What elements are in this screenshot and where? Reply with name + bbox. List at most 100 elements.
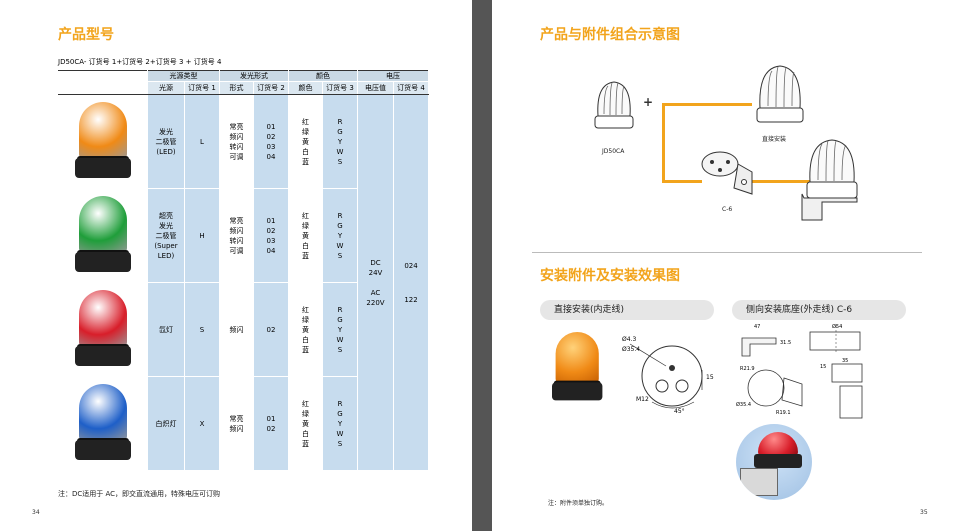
page-number-right: 35 <box>920 509 928 516</box>
cell-text: W <box>336 147 344 156</box>
voltage-code: 122 <box>404 295 418 304</box>
direct-mount-label: 直接安装 <box>762 136 787 143</box>
cell-text: 04 <box>266 152 276 161</box>
cell-text: W <box>336 241 344 250</box>
sub-header: 电压值 <box>357 81 394 95</box>
cell-text: 常亮 <box>229 216 244 225</box>
cell-text: 频闪 <box>229 132 244 141</box>
cell-text: Y <box>337 231 343 240</box>
cell-text: 蓝 <box>302 439 309 448</box>
connector-line <box>662 103 665 183</box>
form-cell: 常亮频闪 <box>219 376 254 471</box>
cell-text: 绿 <box>302 315 309 324</box>
color-cell: 红绿黄白蓝 <box>288 376 323 471</box>
side-mount-lamp-drawing <box>792 132 862 224</box>
spec-table: 光源类型 发光形式 颜色 电压 光源 订货号 1 形式 订货号 2 颜色 订货号… <box>58 70 429 471</box>
cell-text: G <box>337 127 343 136</box>
sub-header: 光源 <box>147 81 185 95</box>
group-header-source: 光源类型 <box>147 70 220 82</box>
install-title: 安装附件及安装效果图 <box>540 268 680 284</box>
cell-text: W <box>336 429 344 438</box>
cell-text: 白 <box>302 429 309 438</box>
voltage-value: AC <box>370 288 381 297</box>
cell-text: 转闪 <box>229 142 244 151</box>
right-note: 注：附件须单独订购。 <box>548 500 609 507</box>
c6-label: C-6 <box>722 206 733 213</box>
cell-text: 频闪 <box>229 226 244 235</box>
cell-text: 红 <box>302 117 309 126</box>
cell-text: 超亮 <box>159 211 173 220</box>
sub-header: 颜色 <box>288 81 323 95</box>
dim-label: Ø54 <box>832 324 843 330</box>
side-install-photo <box>736 424 812 500</box>
cell-text: 02 <box>266 325 276 334</box>
cell-text: LED) <box>157 251 175 260</box>
page-gutter <box>472 0 492 531</box>
code1-cell: S <box>184 282 220 377</box>
cell-text: 常亮 <box>229 414 244 423</box>
jd50ca-label: JD50CA <box>602 148 625 155</box>
cell-text: 白 <box>302 147 309 156</box>
cell-text: 常亮 <box>229 122 244 131</box>
panel-header-side: 侧向安装底座(外走线) C-6 <box>732 300 906 320</box>
cell-text: 03 <box>266 236 276 245</box>
source-cell: 白炽灯 <box>147 376 185 471</box>
cell-text: 可调 <box>229 152 244 161</box>
cell-text: 二极管 <box>155 137 177 146</box>
cell-text: S <box>337 251 343 260</box>
cell-text: 04 <box>266 246 276 255</box>
cell-text: 转闪 <box>229 236 244 245</box>
cell-text: 02 <box>266 132 276 141</box>
cell-text: 01 <box>266 122 276 131</box>
table-group-header-row: 光源类型 发光形式 颜色 电压 <box>58 70 429 82</box>
group-header-color: 颜色 <box>288 70 358 82</box>
signal-lamp-icon <box>75 101 131 182</box>
dim-label: Ø4.3 <box>622 336 637 343</box>
voltage-value: 24V <box>368 268 383 277</box>
voltage-value: 220V <box>366 298 385 307</box>
panel-header-direct: 直接安装(内走线) <box>540 300 714 320</box>
cell-text: 二极管 <box>155 231 177 240</box>
connector-line <box>750 180 812 183</box>
dim-label: R21.9 <box>740 366 755 372</box>
cell-text: Y <box>337 137 343 146</box>
cell-text: 03 <box>266 142 276 151</box>
form-cell: 频闪 <box>219 282 254 377</box>
dim-label: 15 <box>820 364 827 370</box>
dim-label: M12 <box>636 396 649 403</box>
color-cell: 红绿黄白蓝 <box>288 282 323 377</box>
cell-text: Y <box>337 419 343 428</box>
cell-text: (LED) <box>156 147 176 156</box>
cell-text: 红 <box>302 305 309 314</box>
dim-label: 45° <box>674 408 685 415</box>
direct-install-photo <box>552 332 608 412</box>
cell-text: 蓝 <box>302 251 309 260</box>
cell-text: 红 <box>302 399 309 408</box>
cell-text: 黄 <box>302 231 309 240</box>
cell-text: W <box>336 335 344 344</box>
cell-text: G <box>337 221 343 230</box>
signal-lamp-icon <box>75 195 131 276</box>
cell-text: 白炽灯 <box>155 419 177 428</box>
combo-title: 产品与附件组合示意图 <box>540 27 680 43</box>
left-page: 产品型号 JD50CA- 订货号 1+订货号 2+订货号 3 + 订货号 4 光… <box>0 0 472 531</box>
direct-install-drawing: Ø4.3 Ø35.4 15 M12 45° <box>622 330 722 418</box>
direct-mount-lamp-drawing <box>754 62 806 128</box>
section-divider <box>532 252 922 253</box>
cell-text: L <box>200 137 204 146</box>
cell-text: 绿 <box>302 409 309 418</box>
page-number-left: 34 <box>32 509 40 516</box>
cell-text: X <box>199 419 205 428</box>
source-cell: 氙灯 <box>147 282 185 377</box>
table-sub-header-row: 光源 订货号 1 形式 订货号 2 颜色 订货号 3 电压值 订货号 4 <box>58 81 429 95</box>
cell-text: S <box>337 439 343 448</box>
cell-text: 白 <box>302 241 309 250</box>
